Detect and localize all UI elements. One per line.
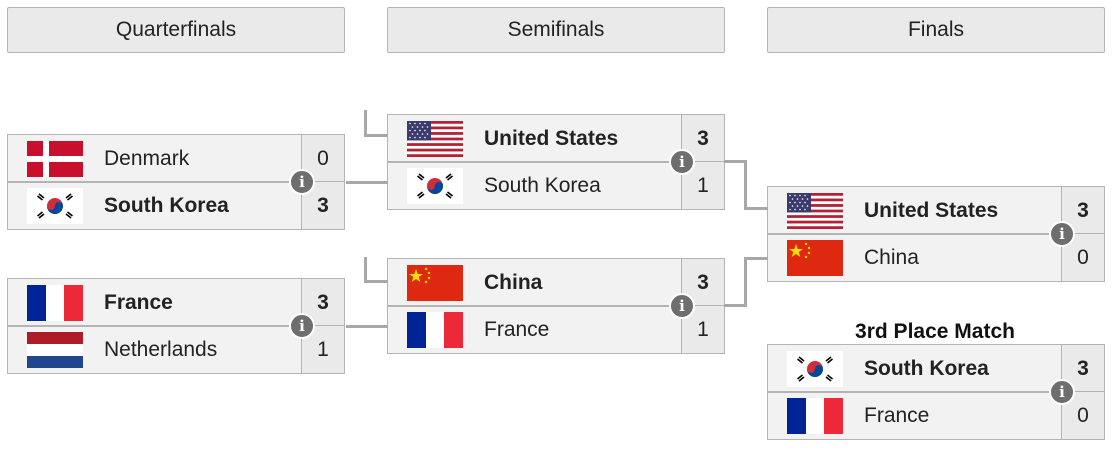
team-name-winner: South Korea [864,356,989,380]
team-name: France [864,403,930,427]
connector-sf1-final-h2 [744,207,768,210]
match-row[interactable]: South Korea 1 [388,162,724,209]
match-row[interactable]: France 3 [8,279,344,326]
denmark-flag-icon [8,135,102,182]
connector-sf1-final-v [744,160,747,210]
header-quarterfinals: Quarterfinals [7,7,345,53]
france-flag-icon [8,279,102,326]
team-score-winner: 3 [301,279,344,326]
match-row[interactable]: Denmark 0 [8,135,344,182]
row-divider [388,305,724,307]
team-score: 1 [681,306,724,353]
match-row[interactable]: South Korea 3 [8,182,344,229]
connector-stub-sf1 [364,110,367,136]
connector-sf1-final-h1 [724,160,746,163]
china-flag-icon [768,234,862,281]
france-flag-icon [768,392,862,439]
china-flag-icon [388,259,482,306]
connector-qf1-sf1 [346,181,388,184]
match-info-icon[interactable]: i [1049,379,1075,405]
team-name-winner: China [484,270,543,294]
south-korea-flag-icon [768,345,862,392]
match-qf2: France 3 Netherlands 1 [7,278,345,374]
connector-stub-sf2 [364,257,367,282]
connector-sf2-final-h2 [744,257,768,260]
connector-sf2-final-v [744,257,747,307]
row-divider [388,161,724,163]
team-name-winner: South Korea [104,193,229,217]
connector-qf2-sf2 [346,325,388,328]
row-divider [768,391,1104,393]
team-name: Netherlands [104,337,218,361]
connector-stub-sf2-h [364,280,388,283]
south-korea-flag-icon [8,182,102,229]
header-semifinals: Semifinals [387,7,725,53]
match-info-icon[interactable]: i [669,149,695,175]
team-name: South Korea [484,173,601,197]
team-name-winner: United States [484,126,619,150]
match-row[interactable]: China 3 [388,259,724,306]
france-flag-icon [388,306,482,353]
match-info-icon[interactable]: i [669,293,695,319]
match-info-icon[interactable]: i [289,313,315,339]
connector-stub-sf1-h [364,134,388,137]
team-name: Denmark [104,146,190,170]
match-sf2: China 3 France 1 [387,258,725,354]
match-row[interactable]: France 0 [768,392,1104,439]
team-name-winner: France [104,290,173,314]
row-divider [768,233,1104,235]
match-sf1: United States 3 South Korea 1 [387,114,725,210]
team-score: 1 [681,162,724,209]
south-korea-flag-icon [388,162,482,209]
match-info-icon[interactable]: i [1049,221,1075,247]
match-info-icon[interactable]: i [289,169,315,195]
netherlands-flag-icon [8,326,102,373]
team-name: France [484,317,550,341]
match-qf1: Denmark 0 South Korea 3 [7,134,345,230]
row-divider [8,181,344,183]
team-name-winner: United States [864,198,999,222]
header-finals: Finals [767,7,1105,53]
team-name: China [864,245,919,269]
third-place-title: 3rd Place Match [855,320,1015,343]
connector-sf2-final-h1 [724,304,746,307]
united-states-flag-icon [388,115,482,162]
team-score: 0 [1061,392,1104,439]
row-divider [8,325,344,327]
match-row[interactable]: France 1 [388,306,724,353]
match-row[interactable]: United States 3 [388,115,724,162]
united-states-flag-icon [768,187,862,234]
